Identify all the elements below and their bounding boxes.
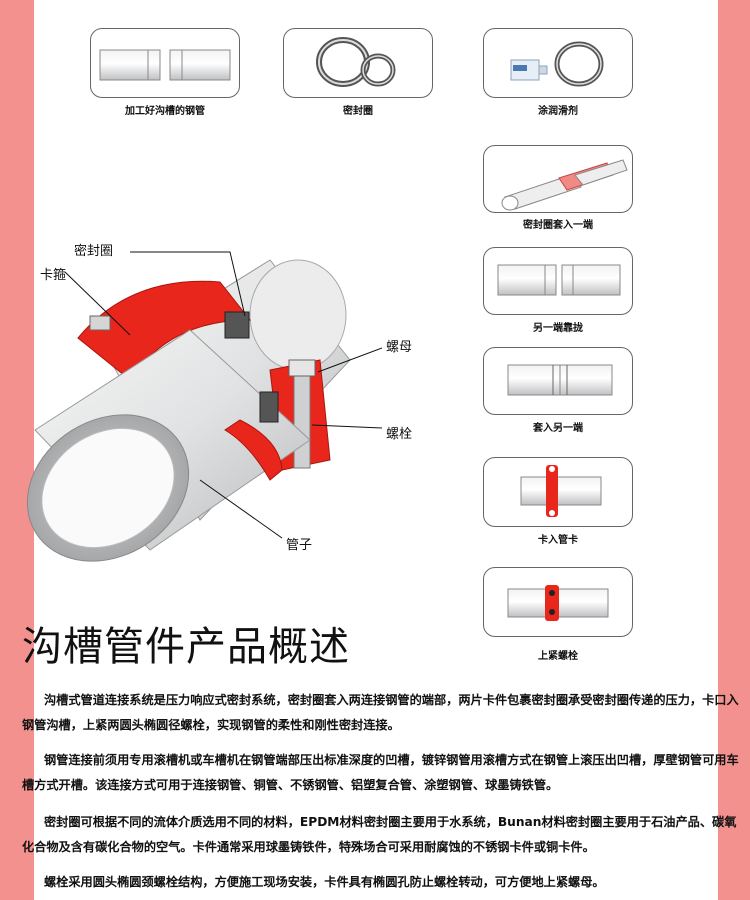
grooved-pipe-illustration	[99, 49, 231, 81]
callout-nut: 螺母	[386, 340, 413, 355]
paragraph-seal-material: 密封圈可根据不同的流体介质选用不同的材料，EPDM材料密封圈主要用于水系统，Bu…	[22, 815, 737, 854]
seal-ring-illustration	[316, 37, 396, 87]
step-caption: 另一端靠拢	[533, 323, 583, 334]
step-tighten-bolts: 上紧螺栓	[483, 567, 633, 662]
paragraph-grooving: 钢管连接前须用专用滚槽机或车槽机在钢管端部压出标准深度的凹槽，镀锌钢管用滚槽方式…	[22, 753, 739, 792]
seal-one-end-illustration	[501, 159, 628, 211]
step-seal-ring: 密封圈	[283, 28, 433, 128]
insert-other-end-illustration	[507, 364, 613, 396]
step-caption: 涂润滑剂	[538, 106, 578, 117]
step-grooved-pipe: 加工好沟槽的钢管	[90, 28, 240, 128]
paragraph-bolts: 螺栓采用圆头椭圆颈螺栓结构，方便施工现场安装，卡件具有椭圆孔防止螺栓转动，可方便…	[44, 875, 605, 889]
callout-pipe: 管子	[286, 538, 313, 553]
step-other-end-close: 另一端靠拢	[483, 247, 633, 337]
right-decor-stripe	[718, 0, 750, 900]
step-caption: 上紧螺栓	[538, 651, 578, 662]
step-caption: 卡入管卡	[538, 535, 578, 546]
step-caption: 加工好沟槽的钢管	[125, 106, 205, 117]
step-lubricant: 涂润滑剂	[483, 28, 633, 128]
other-end-close-illustration	[497, 264, 621, 296]
callout-clamp: 卡箍	[40, 268, 67, 283]
step-fit-clamp: 卡入管卡	[483, 457, 633, 552]
step-caption: 套入另一端	[533, 423, 583, 434]
tighten-bolts-illustration	[507, 585, 609, 621]
paragraph-overview: 沟槽式管道连接系统是压力响应式密封系统，密封圈套入两连接钢管的端部，两片卡件包裹…	[22, 693, 739, 732]
page-title: 沟槽管件产品概述	[22, 624, 350, 670]
coupling-diagram	[26, 251, 383, 562]
callout-bolt: 螺栓	[386, 427, 413, 442]
lubricant-illustration	[510, 41, 604, 87]
step-caption: 密封圈套入一端	[523, 220, 593, 231]
step-seal-one-end: 密封圈套入一端	[483, 145, 633, 235]
fit-clamp-illustration	[520, 465, 602, 517]
left-decor-stripe	[0, 0, 34, 900]
step-caption: 密封圈	[343, 106, 373, 117]
step-insert-other-end: 套入另一端	[483, 347, 633, 437]
callout-seal-ring: 密封圈	[74, 244, 114, 259]
